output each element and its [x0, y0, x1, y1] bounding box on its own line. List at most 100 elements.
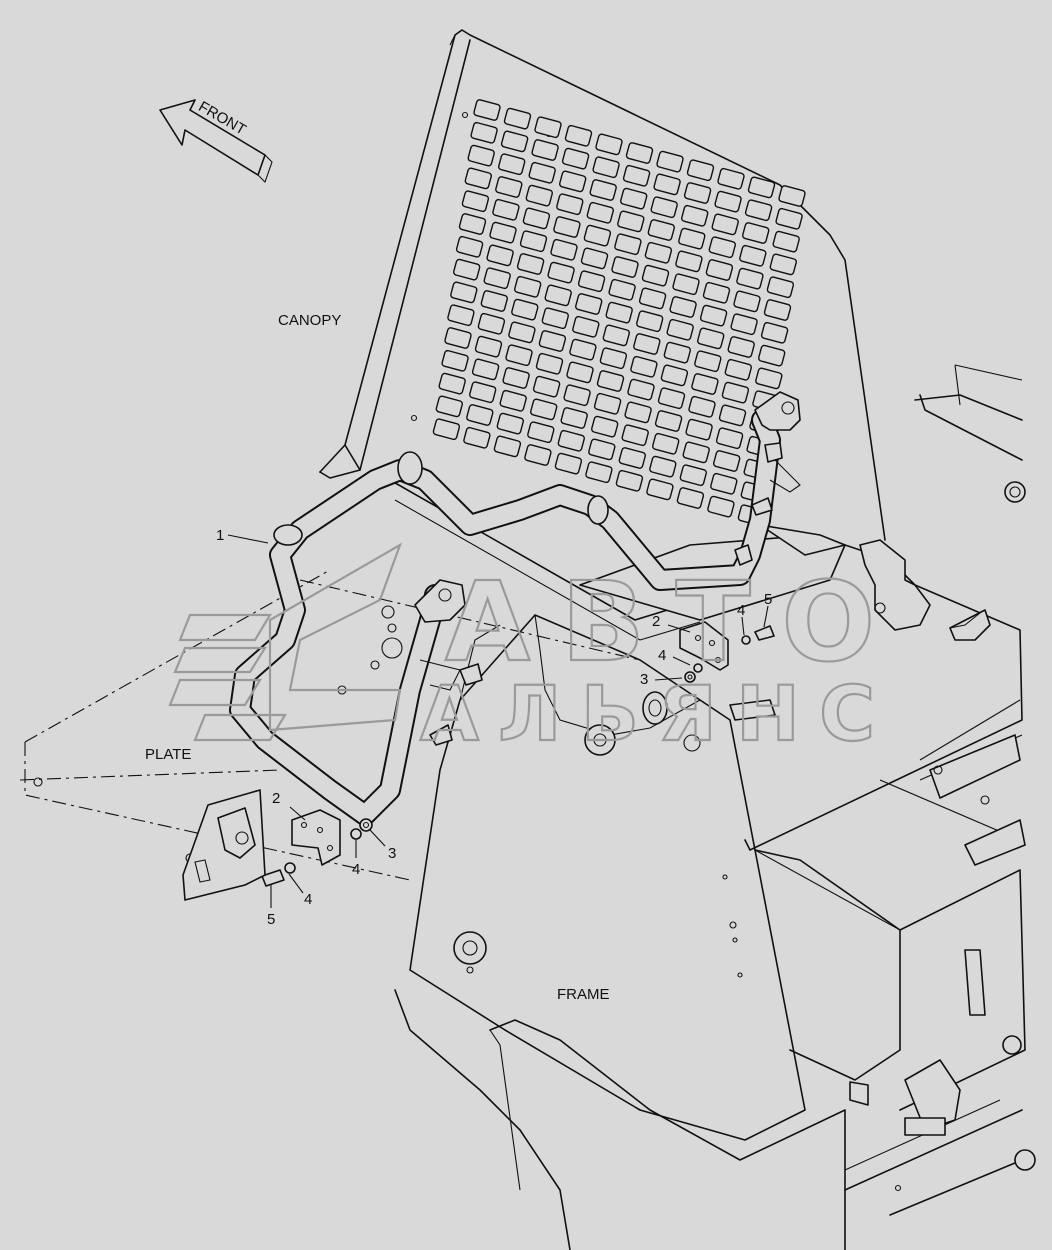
frame-label: FRAME [557, 986, 610, 1003]
mesh-slot [697, 327, 725, 350]
mesh-slot [498, 153, 526, 176]
mesh-slot [538, 330, 567, 352]
part-2-bracket-right [679, 621, 729, 671]
callout-3-right: 3 [640, 671, 648, 688]
callout-5-left: 5 [267, 911, 275, 928]
mesh-slot [739, 244, 767, 267]
mesh-slot [589, 179, 617, 201]
mesh-slot [492, 198, 520, 221]
mesh-slot [596, 370, 625, 392]
mesh-slot [467, 144, 495, 167]
mesh-slot [502, 367, 530, 389]
mesh-slot [461, 190, 490, 213]
callout-4-left-b: 4 [304, 891, 312, 908]
mesh-slot [588, 438, 616, 461]
mesh-slot [569, 338, 597, 361]
mesh-slot [489, 221, 517, 244]
mesh-slot [699, 304, 728, 327]
mesh-slot [755, 367, 783, 390]
hardware [261, 625, 775, 887]
mesh-slot [647, 219, 675, 241]
mesh-slot [649, 455, 677, 478]
mesh-slot [721, 381, 750, 404]
mesh-slot [583, 224, 612, 247]
mesh-slot [657, 387, 686, 410]
mesh-slot [708, 236, 736, 259]
side-mount-plate [182, 789, 266, 901]
mesh-slot [514, 275, 542, 298]
mesh-slot [660, 364, 689, 387]
mesh-slot [503, 107, 532, 130]
mesh-slot [686, 159, 715, 182]
mesh-slot [464, 167, 492, 190]
mesh-slot [620, 187, 648, 210]
mesh-slot [550, 238, 578, 261]
mesh-slot [566, 361, 594, 384]
mesh-slot [602, 324, 630, 347]
callout-4-right-a: 4 [658, 647, 666, 664]
mesh-slot [683, 182, 712, 204]
mesh-slot [535, 352, 564, 375]
mesh-slot [742, 222, 770, 244]
mesh-slot [592, 156, 620, 179]
mesh-slot [718, 404, 747, 427]
callout-3-left: 3 [388, 845, 396, 862]
canopy [319, 29, 886, 541]
mesh-slot [605, 301, 633, 324]
mesh-slot [666, 318, 694, 341]
mesh-slot [547, 261, 575, 284]
mesh-slot [441, 349, 469, 372]
mesh-slot [541, 307, 569, 330]
mesh-slot [528, 161, 556, 184]
mesh-slot [527, 421, 555, 444]
mesh-slot [744, 199, 773, 222]
mesh-slot [621, 424, 649, 447]
mesh-slot [682, 441, 710, 464]
mesh-slot [685, 418, 713, 441]
mesh-slot [559, 170, 587, 193]
mesh-slot [486, 244, 514, 267]
canopy-label: CANOPY [278, 312, 341, 329]
mesh-slot [617, 210, 645, 233]
mesh-slot [532, 375, 561, 398]
mesh-slot [455, 235, 484, 258]
mesh-slot [675, 250, 703, 273]
callout-leaders [227, 534, 769, 908]
mesh-slot [595, 133, 623, 156]
mesh-slot [611, 256, 639, 278]
mesh-slot [678, 227, 706, 250]
mesh-slot [480, 290, 508, 312]
plate-outline [19, 569, 641, 881]
mesh-slot [466, 404, 494, 426]
mesh-slot [463, 426, 491, 449]
mesh-slot [471, 358, 500, 381]
mesh-slot [531, 139, 559, 161]
mesh-slot [473, 99, 501, 121]
mesh-slot [577, 270, 606, 293]
mesh-slot [557, 429, 585, 452]
mesh-slot [681, 204, 709, 227]
mesh-slot [727, 336, 755, 358]
mesh-slot [650, 196, 678, 219]
mesh-slot [715, 427, 744, 450]
mesh-slot [556, 193, 584, 216]
callout-2-left-bracket: 2 [272, 790, 280, 807]
mesh-slot [477, 312, 506, 335]
mesh-slot [458, 213, 487, 235]
mesh-slot [561, 147, 590, 170]
part-1-handle-bar [229, 391, 801, 826]
mesh-slot [630, 355, 658, 378]
mesh-slot [599, 347, 628, 370]
mesh-slot [435, 395, 463, 418]
mesh-slot [654, 410, 683, 432]
mesh-slot [724, 358, 752, 381]
part-2-bracket-left [291, 809, 341, 866]
mesh-slot [694, 350, 722, 373]
mesh-slot [470, 121, 498, 144]
mesh-slot [747, 176, 776, 199]
mesh-slot [444, 327, 472, 349]
mesh-slot [534, 116, 562, 139]
mesh-slot [702, 281, 731, 304]
mesh-slot [585, 461, 613, 484]
